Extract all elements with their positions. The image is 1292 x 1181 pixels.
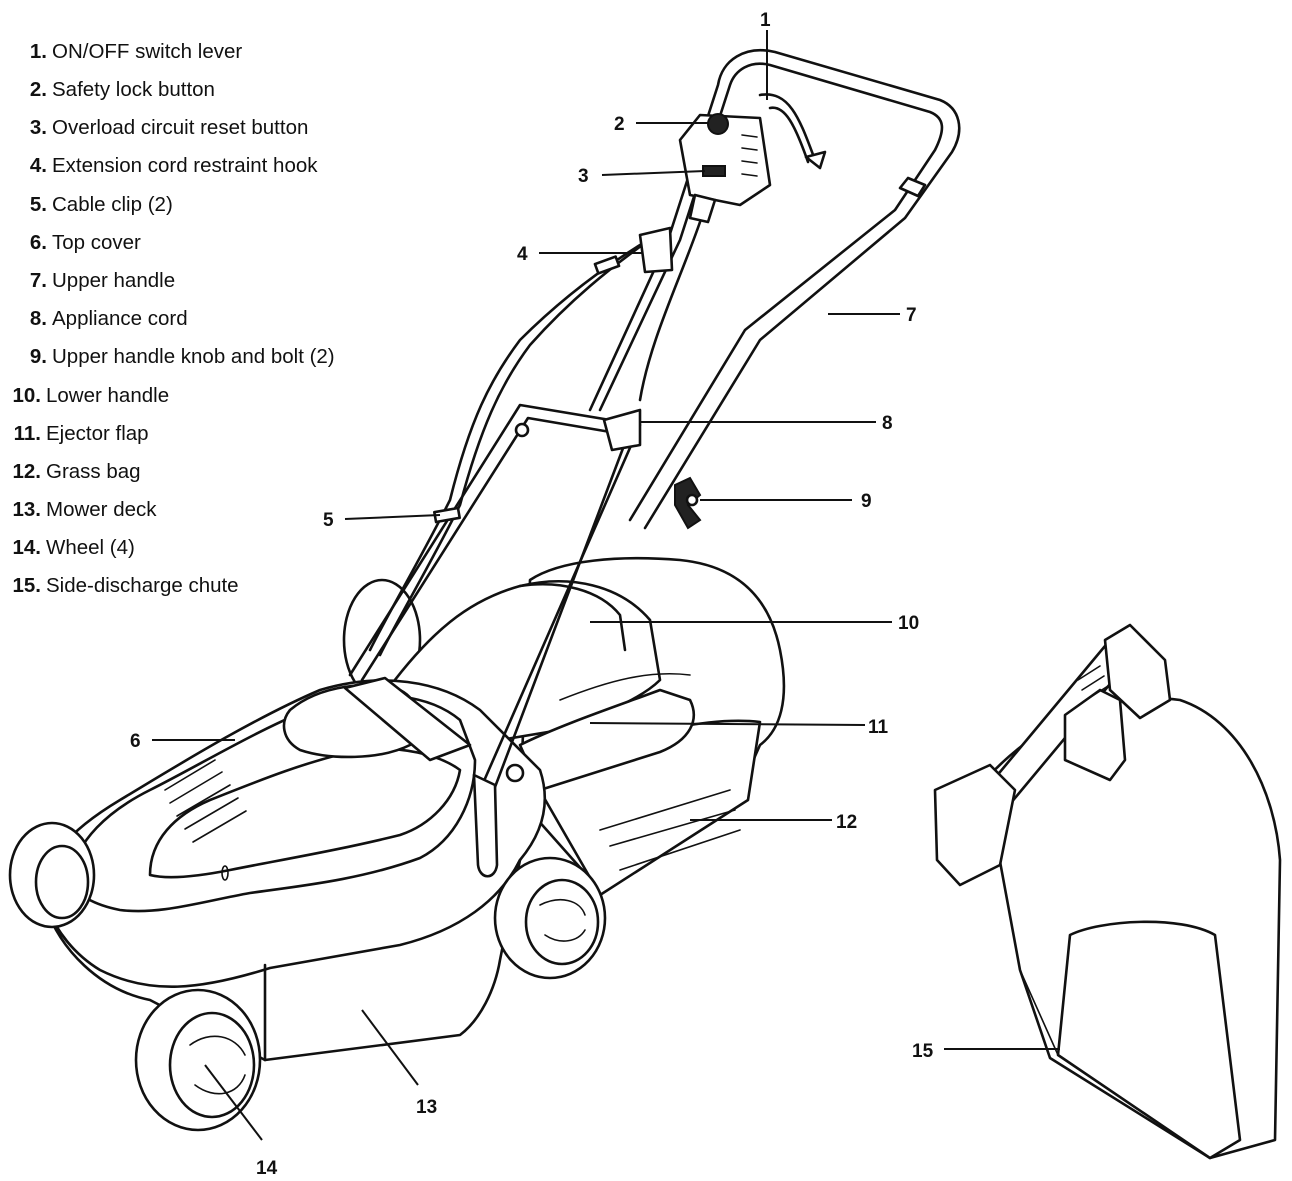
- wheel-front-left: [8, 821, 96, 929]
- legend-number: 14.: [12, 536, 42, 559]
- legend-item: 10.Lower handle: [0, 384, 170, 408]
- legend-item: 5.Cable clip (2): [0, 193, 173, 217]
- legend-label: Upper handle knob and bolt (2): [52, 345, 335, 368]
- legend-item: 6.Top cover: [0, 231, 141, 255]
- mower-deck: [43, 676, 547, 1062]
- legend-item: 9.Upper handle knob and bolt (2): [0, 345, 335, 369]
- side-discharge-chute: [933, 623, 1282, 1160]
- callout-numbers: 1 2 3 4 5 6 7 8 9 10 11 12 13 14 15: [130, 10, 934, 1179]
- callout-14: 14: [256, 1158, 278, 1179]
- callout-8: 8: [882, 413, 893, 434]
- legend-number: 2.: [29, 78, 47, 101]
- callout-10: 10: [898, 613, 919, 634]
- legend-item: 7.Upper handle: [0, 269, 175, 293]
- lower-handle: [348, 403, 642, 878]
- legend-number: 12.: [12, 460, 42, 483]
- legend-label: Grass bag: [46, 460, 141, 483]
- callout-12: 12: [836, 812, 857, 833]
- callout-9: 9: [861, 491, 872, 512]
- legend-label: Overload circuit reset button: [52, 116, 309, 139]
- upper-handle: [588, 49, 961, 530]
- legend-label: Cable clip (2): [52, 193, 173, 216]
- legend-number: 15.: [12, 574, 42, 597]
- leader-line-5: [344, 514, 441, 520]
- callout-5: 5: [323, 510, 334, 531]
- legend-label: Upper handle: [52, 269, 176, 292]
- legend-number: 10.: [12, 384, 42, 407]
- legend-label: Lower handle: [46, 384, 170, 407]
- callout-3: 3: [578, 166, 589, 187]
- legend-label: Appliance cord: [52, 307, 188, 330]
- callout-7: 7: [906, 305, 917, 326]
- legend-number: 13.: [12, 498, 42, 521]
- legend-item: 11.Ejector flap: [0, 422, 149, 446]
- legend-number: 8.: [29, 307, 47, 330]
- legend-label: Ejector flap: [46, 422, 149, 445]
- legend-item: 12.Grass bag: [0, 460, 141, 484]
- legend-label: Extension cord restraint hook: [52, 154, 318, 177]
- wheel-rear-left: [134, 988, 262, 1132]
- callout-15: 15: [912, 1041, 934, 1062]
- legend-label: Mower deck: [46, 498, 157, 521]
- leader-lines: [152, 30, 1060, 1141]
- legend-number: 4.: [29, 154, 47, 177]
- callout-2: 2: [614, 114, 625, 135]
- leader-line-11: [589, 722, 866, 726]
- legend-label: Top cover: [52, 231, 141, 254]
- legend-label: Safety lock button: [52, 78, 215, 101]
- appliance-cord: [368, 220, 702, 657]
- legend-item: 3.Overload circuit reset button: [0, 116, 308, 140]
- legend-item: 14.Wheel (4): [0, 536, 135, 560]
- legend-number: 3.: [29, 116, 47, 139]
- wheel-front-right: [493, 856, 607, 980]
- legend-number: 5.: [29, 193, 47, 216]
- legend-number: 9.: [29, 345, 47, 368]
- legend-label: ON/OFF switch lever: [52, 40, 243, 63]
- mower-illustration: [8, 49, 961, 1132]
- legend-item: 4.Extension cord restraint hook: [0, 154, 318, 178]
- legend-number: 11.: [13, 422, 41, 445]
- legend-number: 1.: [29, 40, 47, 63]
- callout-6: 6: [130, 731, 141, 752]
- switch-box: [678, 93, 827, 224]
- callout-13: 13: [416, 1097, 437, 1118]
- legend-item: 1.ON/OFF switch lever: [0, 40, 242, 64]
- legend-number: 7.: [29, 269, 47, 292]
- legend-item: 13.Mower deck: [0, 498, 157, 522]
- legend-label: Side-discharge chute: [46, 574, 239, 597]
- legend-label: Wheel (4): [46, 536, 135, 559]
- leader-line-14: [204, 1064, 263, 1141]
- callout-4: 4: [517, 244, 528, 265]
- legend-number: 6.: [29, 231, 47, 254]
- leader-line-3: [601, 170, 706, 176]
- legend-item: 2.Safety lock button: [0, 78, 215, 102]
- callout-1: 1: [760, 10, 771, 31]
- legend-item: 8.Appliance cord: [0, 307, 188, 331]
- legend-item: 15.Side-discharge chute: [0, 574, 239, 598]
- callout-11: 11: [868, 717, 889, 738]
- leader-line-13: [361, 1009, 419, 1086]
